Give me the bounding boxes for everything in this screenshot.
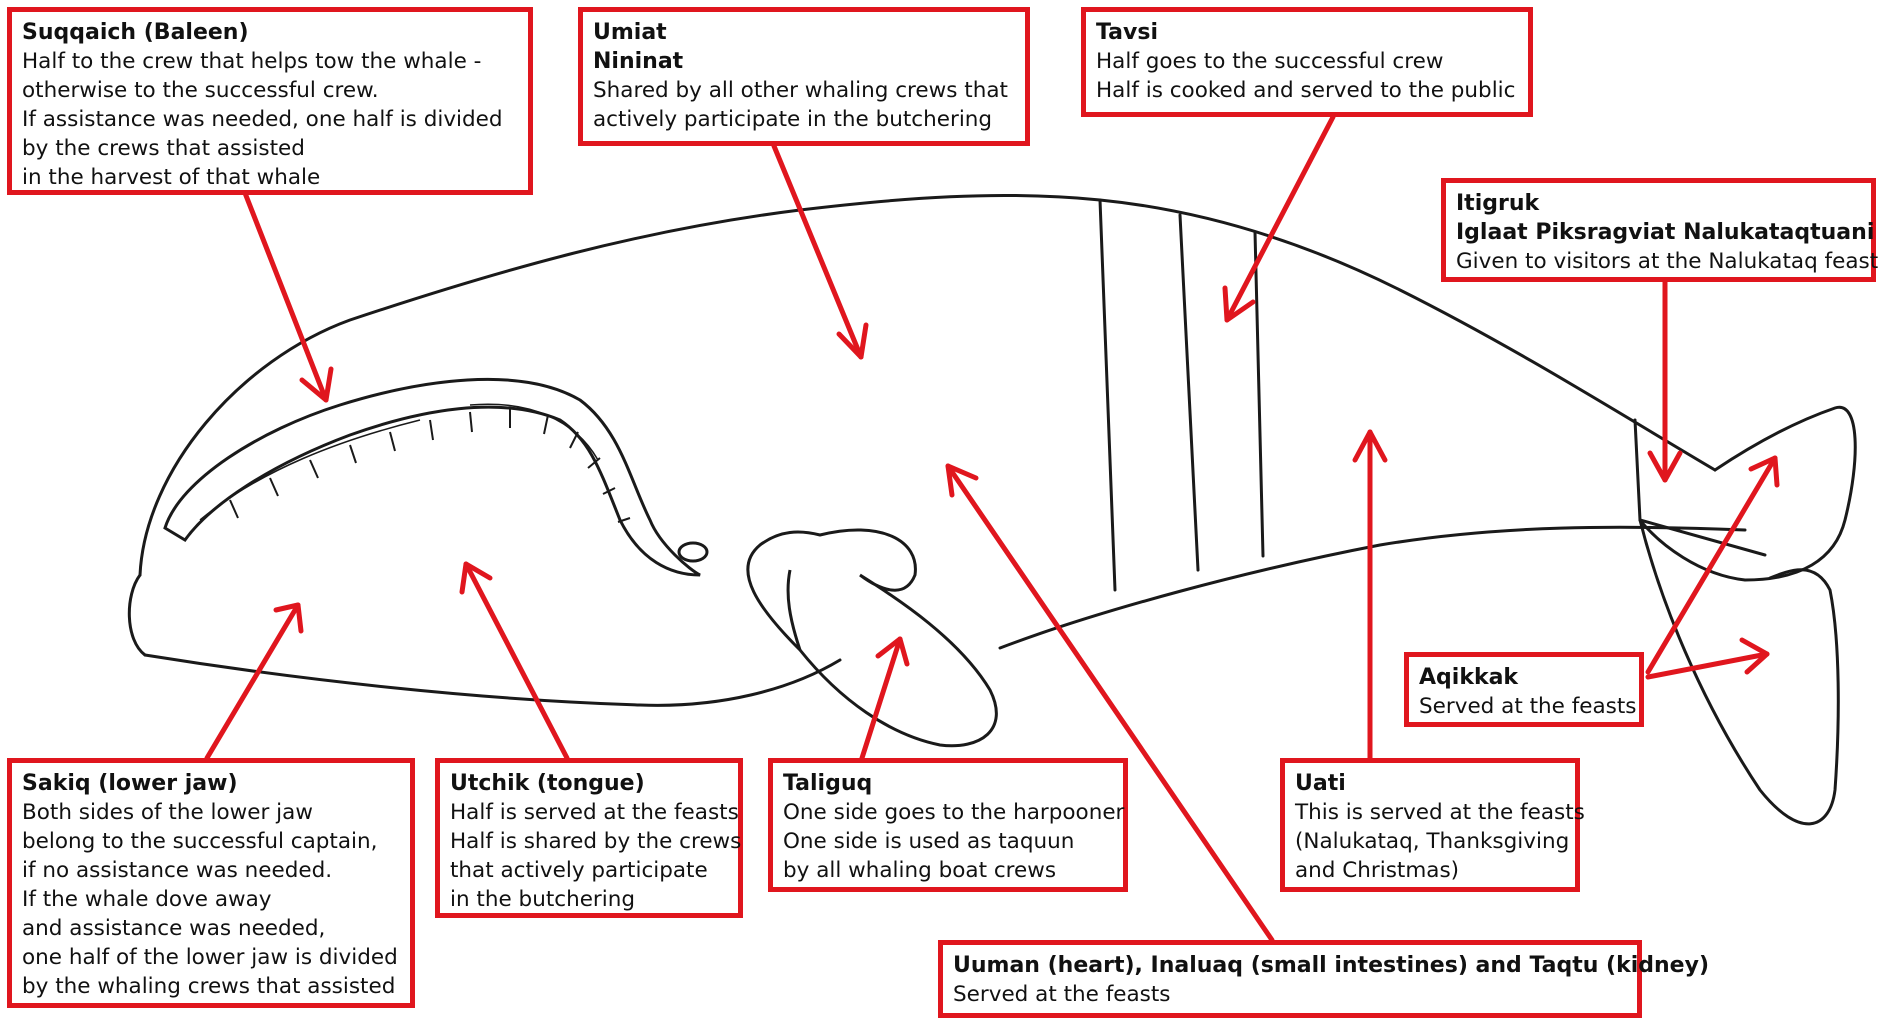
label-umiat: Umiat Nininat Shared by all other whalin…: [578, 7, 1030, 146]
label-utchik-line: Half is served at the feasts: [450, 798, 728, 827]
label-suqqaich-title: Suqqaich (Baleen): [22, 18, 518, 47]
label-tavsi-line: Half is cooked and served to the public: [1096, 76, 1518, 105]
label-suqqaich-line: Half to the crew that helps tow the whal…: [22, 47, 518, 76]
label-utchik-title: Utchik (tongue): [450, 769, 728, 798]
label-sakiq-line: if no assistance was needed.: [22, 856, 400, 885]
label-sakiq-title: Sakiq (lower jaw): [22, 769, 400, 798]
label-suqqaich-line: If assistance was needed, one half is di…: [22, 105, 518, 134]
whale-eye: [679, 543, 707, 561]
label-taliguq-line: One side is used as taquun: [783, 827, 1113, 856]
label-utchik: Utchik (tongue) Half is served at the fe…: [435, 758, 743, 918]
arrow-itigruk: [1650, 282, 1680, 480]
label-utchik-line: that actively participate: [450, 856, 728, 885]
label-taliguq-title: Taliguq: [783, 769, 1113, 798]
label-sakiq-line: If the whale dove away: [22, 885, 400, 914]
arrow-sakiq: [207, 605, 301, 758]
baleen: [165, 379, 700, 575]
label-sakiq: Sakiq (lower jaw) Both sides of the lowe…: [7, 758, 415, 1008]
label-itigruk-title: Itigruk: [1456, 189, 1861, 218]
label-uati-line: This is served at the feasts: [1295, 798, 1565, 827]
label-suqqaich-line: in the harvest of that whale: [22, 163, 518, 192]
label-tavsi-line: Half goes to the successful crew: [1096, 47, 1518, 76]
label-utchik-line: in the butchering: [450, 885, 728, 914]
whale-flipper: [748, 530, 997, 746]
label-uati-line: (Nalukataq, Thanksgiving: [1295, 827, 1565, 856]
arrow-umiat: [774, 146, 866, 357]
label-aqikkak-title: Aqikkak: [1419, 663, 1629, 692]
label-suqqaich: Suqqaich (Baleen) Half to the crew that …: [7, 7, 533, 195]
label-itigruk-subtitle: Iglaat Piksragviat Nalukataqtuani: [1456, 218, 1861, 247]
label-umiat-title: Umiat: [593, 18, 1015, 47]
label-aqikkak: Aqikkak Served at the feasts: [1404, 652, 1644, 727]
arrow-taliguq: [862, 639, 907, 758]
label-uuman: Uuman (heart), Inaluaq (small intestines…: [938, 940, 1642, 1018]
arrow-suqqaich: [245, 193, 331, 400]
arrow-aqikkak-upper: [1648, 458, 1777, 672]
label-utchik-line: Half is shared by the crews: [450, 827, 728, 856]
label-tavsi-title: Tavsi: [1096, 18, 1518, 47]
arrow-utchik: [462, 564, 567, 758]
label-umiat-line: Shared by all other whaling crews that: [593, 76, 1015, 105]
label-aqikkak-line: Served at the feasts: [1419, 692, 1629, 721]
label-uuman-title: Uuman (heart), Inaluaq (small intestines…: [953, 951, 1627, 980]
arrow-uati: [1355, 432, 1385, 758]
label-uuman-line: Served at the feasts: [953, 980, 1627, 1009]
label-umiat-subtitle: Nininat: [593, 47, 1015, 76]
label-uati: Uati This is served at the feasts (Naluk…: [1280, 758, 1580, 892]
label-itigruk-line: Given to visitors at the Nalukataq feast: [1456, 247, 1861, 276]
label-sakiq-line: one half of the lower jaw is divided: [22, 943, 400, 972]
label-taliguq-line: by all whaling boat crews: [783, 856, 1113, 885]
label-umiat-line: actively participate in the butchering: [593, 105, 1015, 134]
label-taliguq: Taliguq One side goes to the harpooner O…: [768, 758, 1128, 892]
arrow-tavsi: [1225, 117, 1333, 320]
label-sakiq-line: Both sides of the lower jaw: [22, 798, 400, 827]
label-suqqaich-line: by the crews that assisted: [22, 134, 518, 163]
label-uati-line: and Christmas): [1295, 856, 1565, 885]
label-tavsi: Tavsi Half goes to the successful crew H…: [1081, 7, 1533, 117]
label-suqqaich-line: otherwise to the successful crew.: [22, 76, 518, 105]
label-itigruk: Itigruk Iglaat Piksragviat Nalukataqtuan…: [1441, 178, 1876, 282]
label-sakiq-line: by the whaling crews that assisted: [22, 972, 400, 1001]
label-sakiq-line: and assistance was needed,: [22, 914, 400, 943]
label-sakiq-line: belong to the successful captain,: [22, 827, 400, 856]
label-taliguq-line: One side goes to the harpooner: [783, 798, 1113, 827]
label-uati-title: Uati: [1295, 769, 1565, 798]
